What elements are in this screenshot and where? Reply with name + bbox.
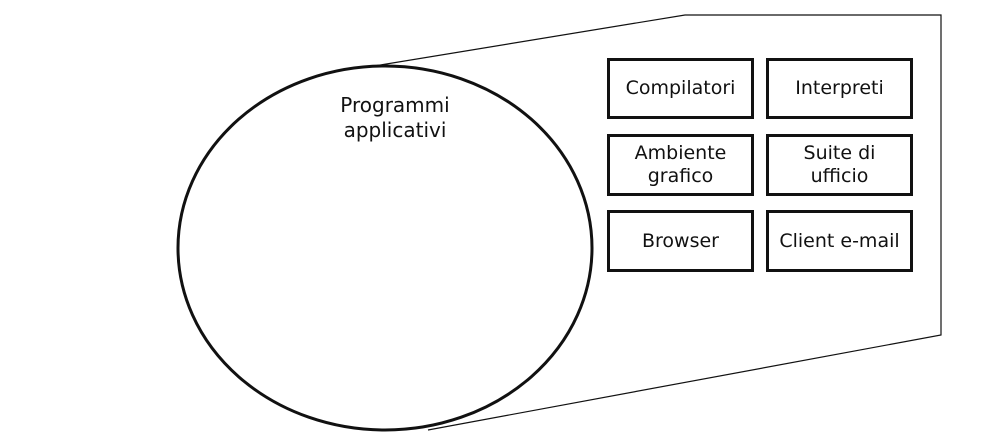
- zoom-callout-outline: [367, 14, 942, 431]
- box-browser: Browser: [607, 210, 754, 272]
- box-client-email-label: Client e-mail: [779, 229, 900, 252]
- box-compilatori-label: Compilatori: [625, 77, 736, 99]
- box-ambiente-grafico: Ambiente grafico: [607, 134, 754, 196]
- applications-ellipse: [176, 64, 594, 432]
- box-ambiente-grafico-line-1: Ambiente: [634, 142, 727, 164]
- ellipse-label-line-1: Programmi: [340, 93, 450, 117]
- ellipse-label-line-2: applicativi: [343, 118, 447, 142]
- box-client-email: Client e-mail: [766, 210, 913, 272]
- box-compilatori: Compilatori: [607, 58, 754, 119]
- box-browser-label: Browser: [642, 229, 719, 252]
- box-interpreti: Interpreti: [766, 58, 913, 119]
- ellipse-label: Programmi applicativi: [310, 93, 480, 143]
- box-suite-di-ufficio-line-2: ufficio: [810, 165, 869, 187]
- box-interpreti-label: Interpreti: [795, 77, 884, 99]
- box-suite-di-ufficio: Suite di ufficio: [766, 134, 913, 196]
- box-ambiente-grafico-line-2: grafico: [647, 165, 714, 187]
- box-suite-di-ufficio-line-1: Suite di: [803, 142, 876, 164]
